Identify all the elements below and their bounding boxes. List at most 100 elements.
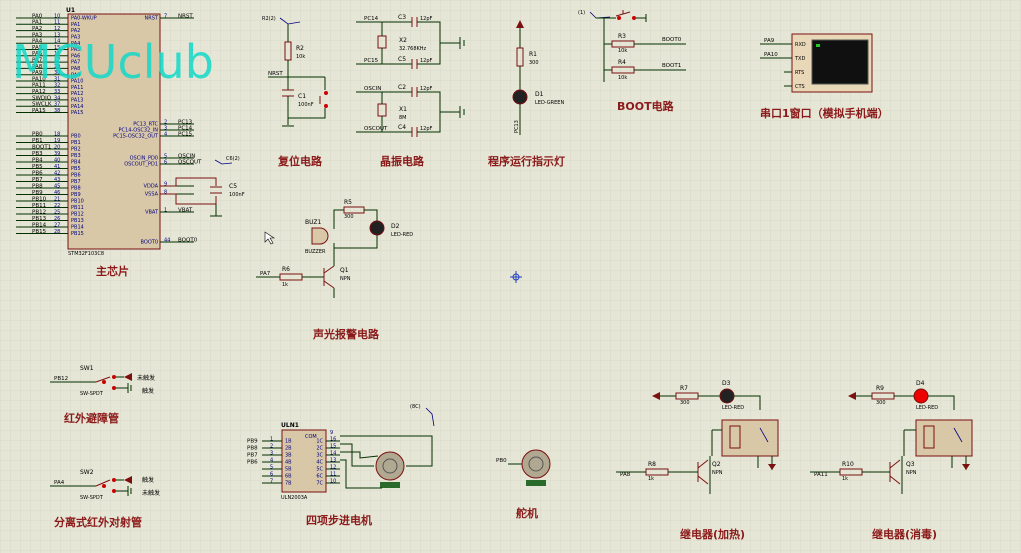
mcu-pin-name: PC15-OSC32_OUT (113, 134, 159, 140)
uln-pin-name: 2B (285, 446, 292, 452)
net-pc14: PC14 (364, 16, 379, 22)
d3-led[interactable] (719, 388, 735, 404)
uln-net: PB8 (247, 446, 258, 452)
relay1-net: PA8 (620, 472, 631, 478)
mcu-pin-name: PB6 (71, 173, 81, 179)
mcu-pin-num: 27 (54, 222, 60, 228)
uln-pin-num: 5 (270, 464, 273, 470)
net-oscout: OSCOUT (364, 126, 388, 132)
uln-pin-num: 12 (330, 464, 336, 470)
relay1-caption: 继电器(加热) (680, 527, 745, 541)
mcu-pin-net: PA6 (32, 51, 43, 57)
mcu-pin-net: PA8 (32, 64, 43, 70)
mcu-body[interactable] (67, 13, 161, 250)
mcu-pin-name: PA1 (71, 22, 80, 28)
mcu-pin-num: 18 (54, 131, 60, 137)
alarm-circuit[interactable]: BUZ1 BUZZER R5 300 D2 LED-RED PA7 R6 1k … (256, 199, 413, 341)
q1-ref: Q1 (340, 267, 349, 274)
net-pc15: PC15 (364, 58, 379, 64)
reset-circuit[interactable]: R2(2) R2 10k NRST C1 100nF 复位电路 (262, 16, 328, 168)
d4-led[interactable] (913, 388, 929, 404)
reset-net: NRST (268, 71, 283, 77)
uart-caption: 串口1窗口（模拟手机端） (760, 106, 889, 120)
uln-pin-name: 4C (316, 460, 323, 466)
mcu-pin-num: 39 (54, 151, 60, 157)
buzzer[interactable] (311, 227, 329, 245)
c5-capacitor[interactable]: C5 100nF C6(2) (160, 156, 245, 217)
uln-pin-name: 7B (285, 481, 292, 487)
uln-pin-name: 7C (316, 481, 323, 487)
mcu-pin-num: 37 (54, 102, 60, 108)
mcu-pin-name: BOOT0 (141, 240, 158, 246)
mcu-pin-net: NRST (178, 13, 193, 19)
mcu-pin-num: 40 (54, 157, 60, 163)
d2-led[interactable] (369, 220, 385, 236)
mcu-pin-net: PA0 (32, 13, 43, 19)
mcu-pin-net: SWDIO (32, 95, 52, 101)
uart-pin-txd: TXD (794, 56, 805, 62)
uln2003-body[interactable] (281, 429, 327, 493)
run-led-circuit[interactable]: R1 300 D1 LED-GREEN PC13 程序运行指示灯 (488, 20, 565, 168)
mcu-pin-net: PA7 (32, 58, 43, 64)
uart-pin-rts: RTS (795, 70, 804, 76)
relay-disinfect-circuit[interactable]: R9 300 D4 LED-RED PA11 R10 1k Q3 NPN 继电器… (810, 380, 973, 541)
r6-value: 1k (282, 282, 288, 288)
reset-caption: 复位电路 (277, 154, 323, 168)
uart-net-pa9: PA9 (764, 38, 775, 44)
mcu-pin-num: 29 (54, 64, 60, 70)
mcu-pin-name: PB9 (71, 192, 81, 198)
servo-circuit[interactable]: PB0 舵机 (496, 449, 551, 520)
mcu-pin-net: PA15 (32, 108, 46, 114)
d1-led[interactable] (512, 89, 528, 105)
ir-beam-circuit[interactable]: PA4 SW2 SW-SPDT 触发 未触发 分离式红外对射管 (50, 469, 160, 529)
crystal-circuit[interactable]: PC14 PC15 OSCIN OSCOUT C3 C5 C2 C4 12pF … (356, 14, 465, 168)
mcu-pin-net: PC15 (178, 131, 193, 137)
c3-value: 12pF (420, 16, 433, 22)
x2-ref: X2 (399, 37, 407, 44)
uart-pin-cts: CTS (795, 84, 805, 90)
uln-net: PB7 (247, 453, 258, 459)
mcu-pin-num: 16 (54, 51, 60, 57)
mcu-pin-num: 20 (54, 144, 60, 150)
stepper-motor[interactable] (375, 451, 405, 481)
relay2-net: PA11 (814, 472, 828, 478)
mcu-pin-num: 7 (164, 13, 167, 19)
ir-avoid-circuit[interactable]: PB12 SW1 SW-SPDT 未触发 触发 红外避障管 (50, 365, 155, 425)
ir-avoid-caption: 红外避障管 (64, 411, 119, 425)
mcu-pin-net: PC13 (178, 119, 193, 125)
r8-ref: R8 (648, 461, 656, 468)
r7-ref: R7 (680, 385, 688, 392)
mcu-pin-name: PB2 (71, 147, 81, 153)
uln-pin-num: 4 (270, 457, 273, 463)
q2-value: NPN (712, 470, 723, 476)
mcu-pin-num: 11 (54, 20, 60, 26)
uart-terminal[interactable]: PA9 PA10 RXD TXD RTS CTS 串口1窗口（模拟手机端） (760, 33, 889, 120)
mcu-pin-net: PB7 (32, 177, 43, 183)
c3-ref: C3 (398, 14, 406, 21)
boot-circuit[interactable]: (1) R3 10k R4 10k BOOT0 BOOT1 BOOT电路 (578, 10, 686, 113)
relay-heat-circuit[interactable]: R7 300 D3 LED-RED PA8 R8 1k Q2 NPN 继电器(加… (616, 380, 779, 541)
uln-pin-name: 6C (316, 474, 323, 480)
d1-ref: D1 (535, 91, 544, 98)
buzzer-value: BUZZER (305, 249, 326, 255)
c1-ref: C1 (298, 93, 306, 100)
terminal-screen[interactable] (811, 39, 869, 85)
mcu-pin-name: PB14 (71, 225, 84, 231)
q3-ref: Q3 (906, 461, 915, 468)
mcu-pin-net: PA10 (32, 76, 46, 82)
sw2-option-2: 未触发 (142, 489, 160, 497)
mcu-pin-num: 6 (164, 159, 167, 165)
mcu-pin-name: PA12 (71, 91, 83, 97)
uln-pin-num: 6 (270, 471, 273, 477)
mcu-pin-num: 3 (164, 125, 167, 131)
mcu-pin-num: 21 (54, 196, 60, 202)
d4-value: LED-RED (916, 405, 938, 411)
r3-ref: R3 (618, 33, 626, 40)
alarm-net: PA7 (260, 271, 271, 277)
run-led-net: PC13 (514, 120, 520, 133)
servo-motor[interactable] (521, 449, 551, 479)
